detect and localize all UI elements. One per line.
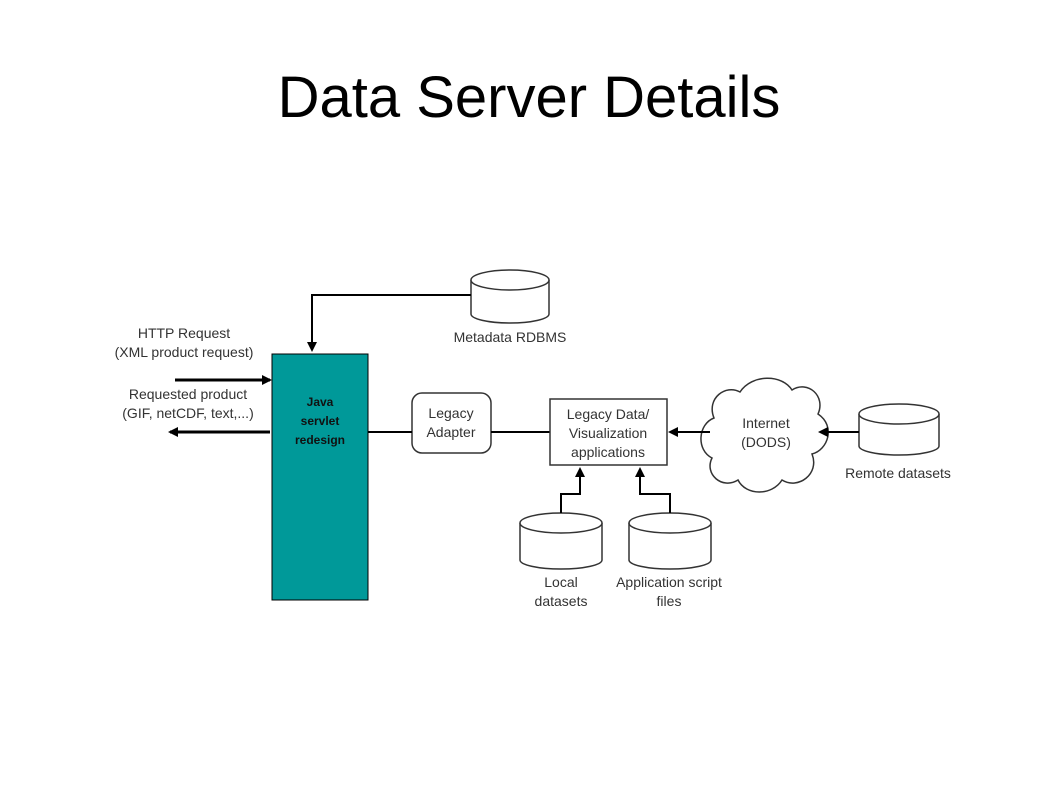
legacy-apps-label-2: Visualization [569,425,647,441]
internet-label-1: Internet [742,415,790,431]
legacy-adapter-label-1: Legacy [428,405,473,421]
app-script-files-cylinder: Application script files [616,512,722,609]
local-datasets-label-2: datasets [535,593,588,609]
local-datasets-label-1: Local [544,574,577,590]
legacy-adapter-label-2: Adapter [426,424,475,440]
legacy-apps-label-3: applications [571,444,645,460]
legacy-adapter-box: Legacy Adapter [411,392,492,454]
page-title: Data Server Details [277,65,781,130]
app-script-files-label-2: files [657,593,682,609]
requested-product: Requested product (GIF, netCDF, text,...… [122,386,270,437]
legacy-apps-box: Legacy Data/ Visualization applications [549,398,668,466]
metadata-connector [307,294,471,352]
metadata-rdbms-cylinder: Metadata RDBMS [454,269,567,345]
legacy-apps-label-1: Legacy Data/ [567,406,650,422]
metadata-rdbms-label: Metadata RDBMS [454,329,567,345]
internet-label-2: (DODS) [741,434,791,450]
requested-product-sublabel: (GIF, netCDF, text,...) [122,405,253,421]
http-request-sublabel: (XML product request) [115,344,254,360]
requested-product-label: Requested product [129,386,247,402]
local-to-apps-arrow [560,467,585,513]
servlet-label-1: Java [307,395,334,409]
servlet-label-2: servlet [301,414,340,428]
scripts-to-apps-arrow [635,467,671,513]
java-servlet-box: Java servlet redesign [271,353,369,601]
local-datasets-cylinder: Local datasets [519,512,603,609]
remote-datasets-cylinder: Remote datasets [845,403,951,481]
servlet-label-3: redesign [295,433,345,447]
internet-cloud: Internet (DODS) [700,377,829,493]
app-script-files-label-1: Application script [616,574,722,590]
http-request-label: HTTP Request [138,325,230,341]
http-request: HTTP Request (XML product request) [115,325,272,385]
remote-datasets-label: Remote datasets [845,465,951,481]
